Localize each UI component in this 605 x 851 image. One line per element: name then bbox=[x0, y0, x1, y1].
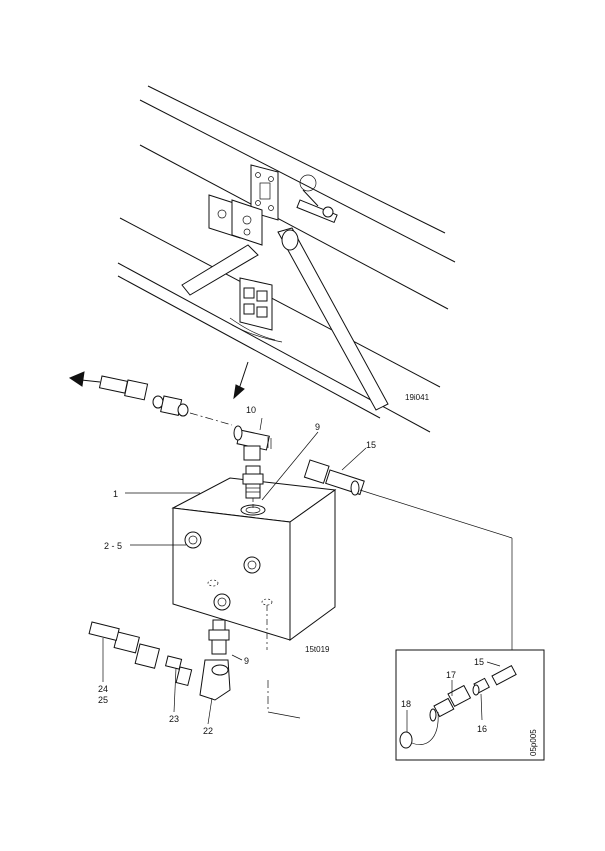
bottom-fittings bbox=[88, 619, 301, 719]
callout-15-inset: 15 bbox=[474, 657, 484, 667]
callout-22: 22 bbox=[203, 726, 213, 736]
nipple-fitting-top bbox=[242, 465, 264, 508]
callout-24: 24 bbox=[98, 684, 108, 694]
callout-9-top: 9 bbox=[315, 422, 320, 432]
outlet-hose-assembly bbox=[68, 371, 233, 426]
frame-assembly bbox=[117, 85, 456, 433]
figure-code-tank: 15t019 bbox=[305, 645, 330, 654]
callout-17: 17 bbox=[446, 670, 456, 680]
figure-code-upper: 19i041 bbox=[405, 393, 430, 402]
callout-18: 18 bbox=[401, 699, 411, 709]
callout-15: 15 bbox=[366, 440, 376, 450]
hydraulic-tank bbox=[171, 477, 337, 650]
callout-25: 25 bbox=[98, 695, 108, 705]
inset-detail: 15 17 16 18 05p005 bbox=[395, 649, 545, 761]
callout-1: 1 bbox=[113, 489, 118, 499]
callouts: 10 9 15 1 2 - 5 9 24 25 23 22 bbox=[98, 405, 376, 736]
callout-16: 16 bbox=[477, 724, 487, 734]
callout-23: 23 bbox=[169, 714, 179, 724]
tee-fitting bbox=[233, 425, 272, 461]
callout-9-bottom: 9 bbox=[244, 656, 249, 666]
callout-2-5: 2 - 5 bbox=[104, 541, 122, 551]
callout-10: 10 bbox=[246, 405, 256, 415]
figure-code-inset: 05p005 bbox=[529, 729, 538, 756]
return-hose bbox=[303, 459, 513, 650]
